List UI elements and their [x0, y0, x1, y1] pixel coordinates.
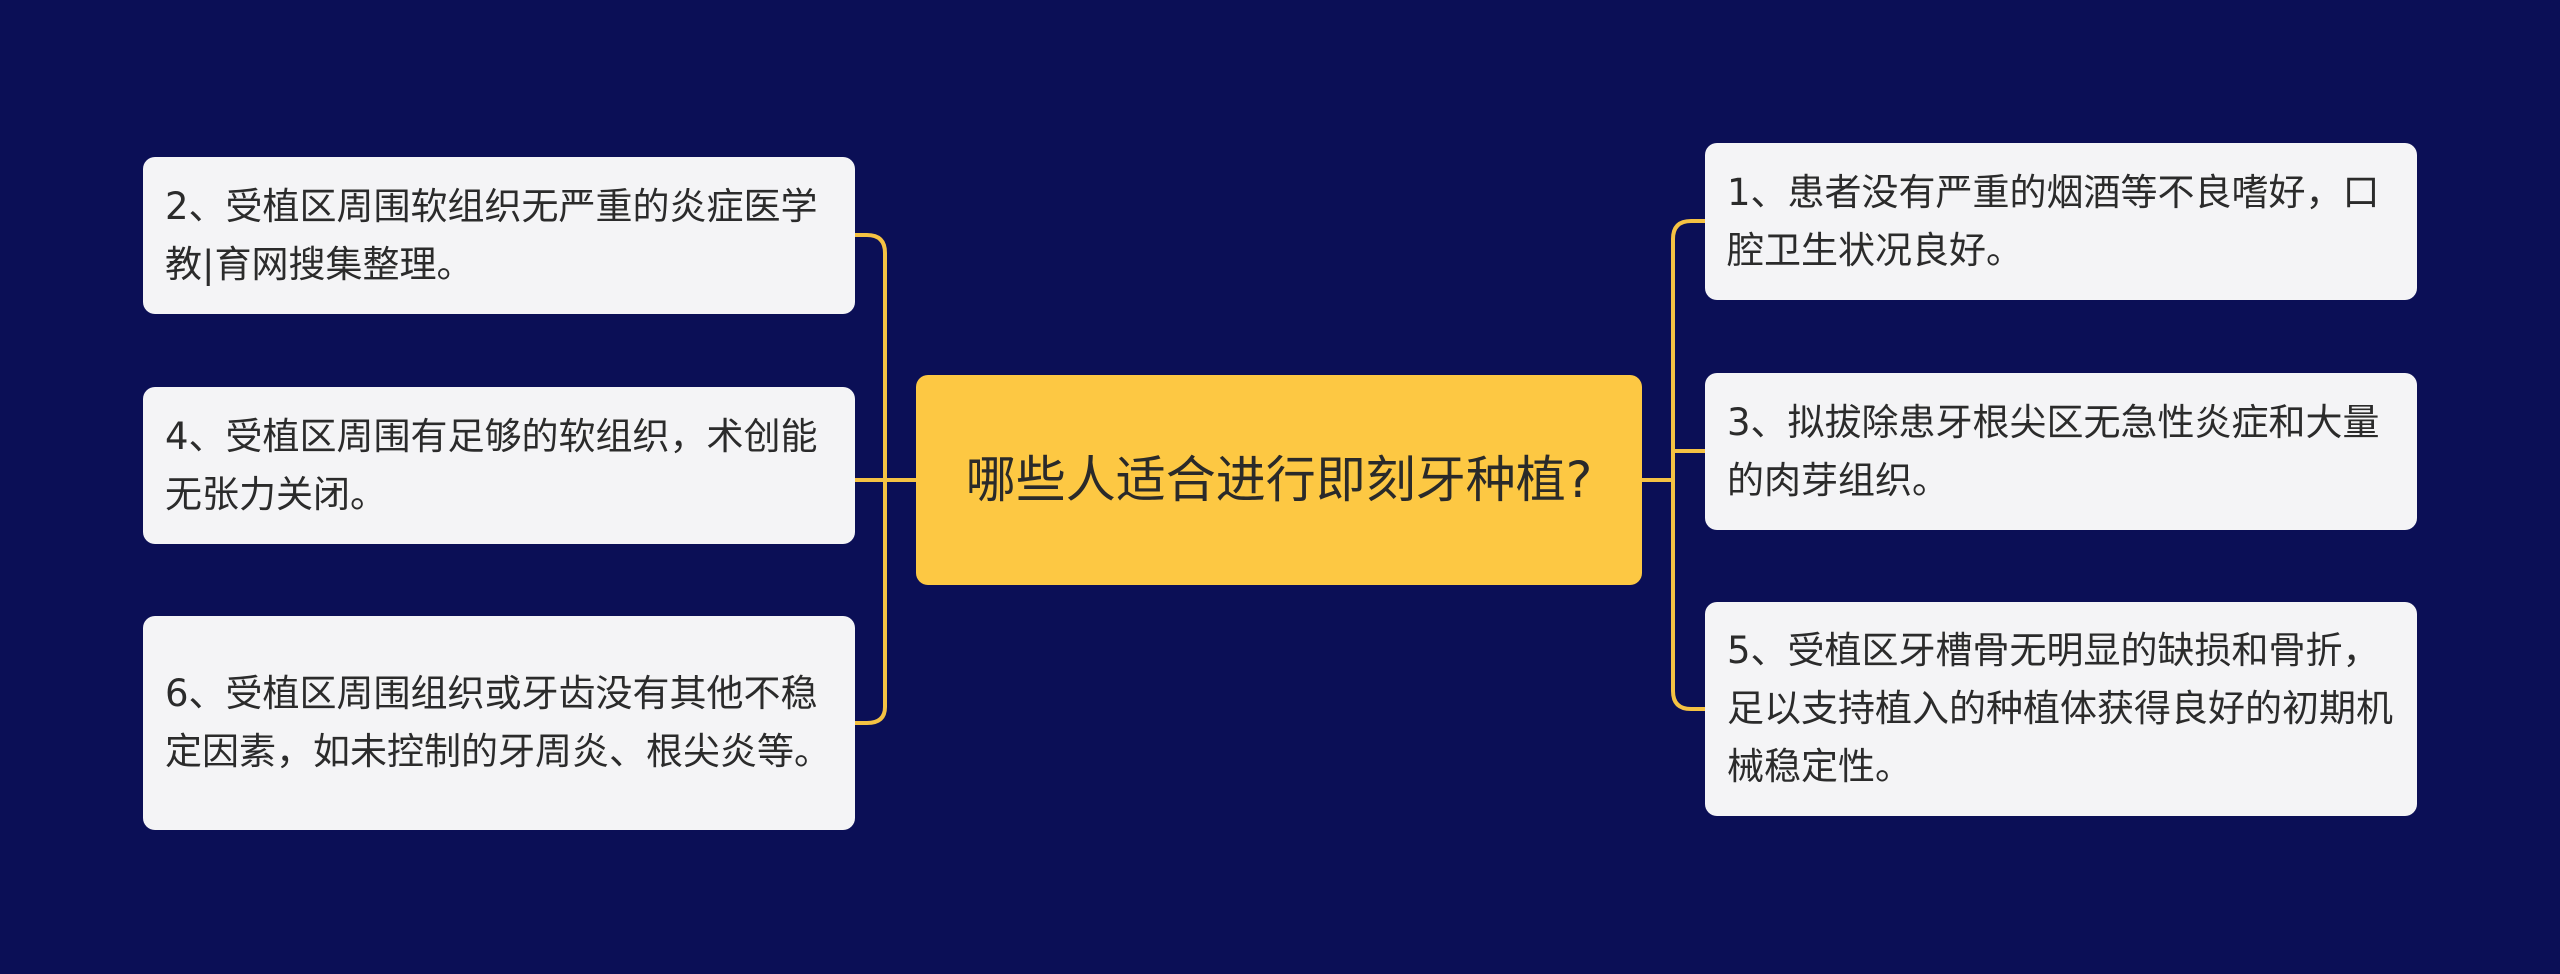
topic-node-5[interactable]: 5、受植区牙槽骨无明显的缺损和骨折，足以支持植入的种植体获得良好的初期机械稳定性… — [1705, 602, 2417, 816]
topic-node-4[interactable]: 4、受植区周围有足够的软组织，术创能无张力关闭。 — [143, 387, 855, 544]
topic-node-1[interactable]: 1、患者没有严重的烟酒等不良嗜好，口腔卫生状况良好。 — [1705, 143, 2417, 300]
connector-right-node-1 — [1671, 219, 1707, 711]
topic-node-6[interactable]: 6、受植区周围组织或牙齿没有其他不稳定因素，如未控制的牙周炎、根尖炎等。 — [143, 616, 855, 830]
topic-node-3[interactable]: 3、拟拔除患牙根尖区无急性炎症和大量的肉芽组织。 — [1705, 373, 2417, 530]
topic-node-2-label: 2、受植区周围软组织无严重的炎症医学教|育网搜集整理。 — [165, 184, 818, 286]
central-topic-label: 哪些人适合进行即刻牙种植? — [965, 451, 1593, 509]
central-topic[interactable]: 哪些人适合进行即刻牙种植? — [916, 375, 1642, 585]
topic-node-5-label: 5、受植区牙槽骨无明显的缺损和骨折，足以支持植入的种植体获得良好的初期机械稳定性… — [1727, 629, 2393, 788]
topic-node-4-label: 4、受植区周围有足够的软组织，术创能无张力关闭。 — [165, 414, 818, 516]
topic-node-1-label: 1、患者没有严重的烟酒等不良嗜好，口腔卫生状况良好。 — [1727, 170, 2380, 272]
topic-node-2[interactable]: 2、受植区周围软组织无严重的炎症医学教|育网搜集整理。 — [143, 157, 855, 314]
topic-node-6-label: 6、受植区周围组织或牙齿没有其他不稳定因素，如未控制的牙周炎、根尖炎等。 — [165, 672, 831, 773]
topic-node-3-label: 3、拟拔除患牙根尖区无急性炎症和大量的肉芽组织。 — [1727, 400, 2380, 502]
